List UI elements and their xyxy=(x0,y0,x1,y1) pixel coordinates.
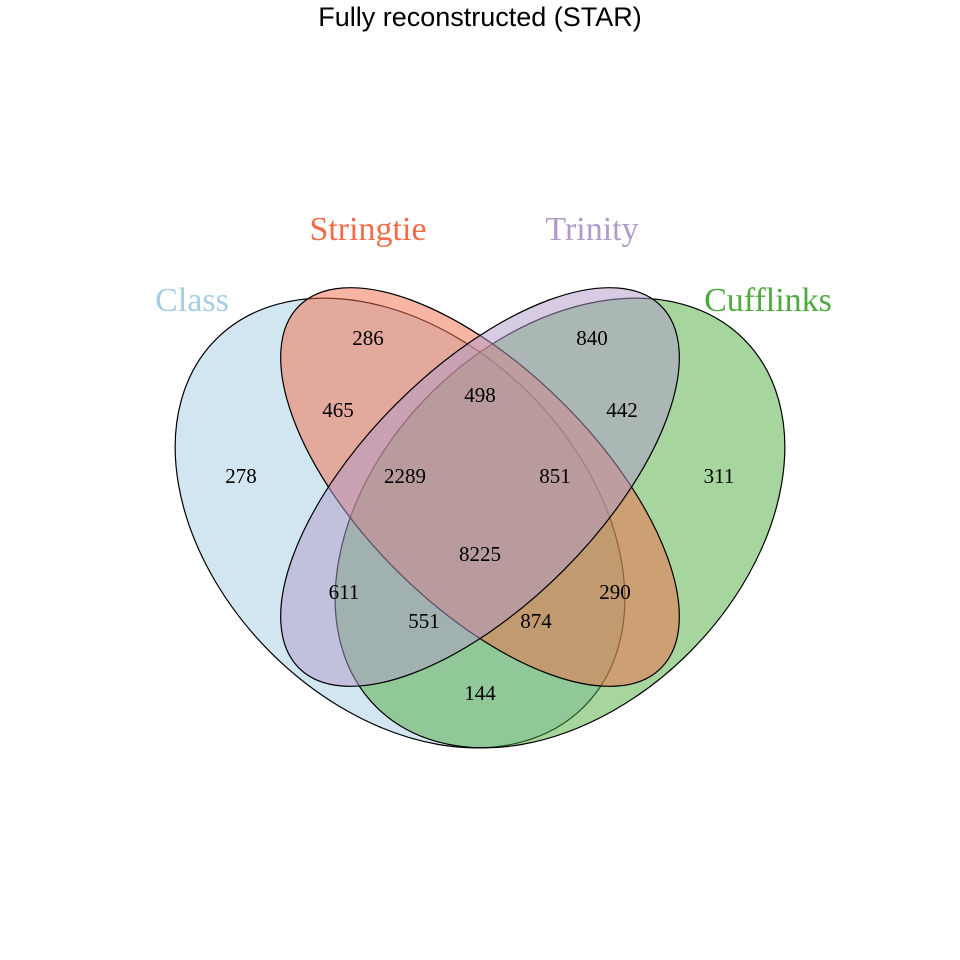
count-stringtie-trinity: 498 xyxy=(464,383,496,407)
count-class-cufflinks: 144 xyxy=(464,681,496,705)
trinity-ellipse xyxy=(280,287,680,687)
set-label-stringtie: Stringtie xyxy=(309,211,426,248)
set-label-cufflinks: Cufflinks xyxy=(704,282,832,319)
count-class-trinity-cufflinks: 551 xyxy=(408,609,440,633)
count-class-only: 278 xyxy=(225,464,257,488)
count-stringtie-cufflinks: 290 xyxy=(599,580,631,604)
count-class-stringtie-trinity: 2289 xyxy=(384,464,426,488)
chart-title: Fully reconstructed (STAR) xyxy=(318,2,642,32)
count-stringtie-only: 286 xyxy=(352,326,384,350)
set-label-trinity: Trinity xyxy=(545,211,638,248)
set-label-class: Class xyxy=(155,282,229,319)
count-trinity-only: 840 xyxy=(576,326,608,350)
count-stringtie-trinity-cufflinks: 851 xyxy=(539,464,571,488)
count-class-stringtie: 465 xyxy=(322,398,354,422)
count-class-stringtie-cufflinks: 874 xyxy=(520,609,552,633)
count-class-trinity: 611 xyxy=(329,580,360,604)
count-all-four: 8225 xyxy=(459,542,501,566)
count-cufflinks-only: 311 xyxy=(704,464,735,488)
count-trinity-cufflinks: 442 xyxy=(606,398,638,422)
